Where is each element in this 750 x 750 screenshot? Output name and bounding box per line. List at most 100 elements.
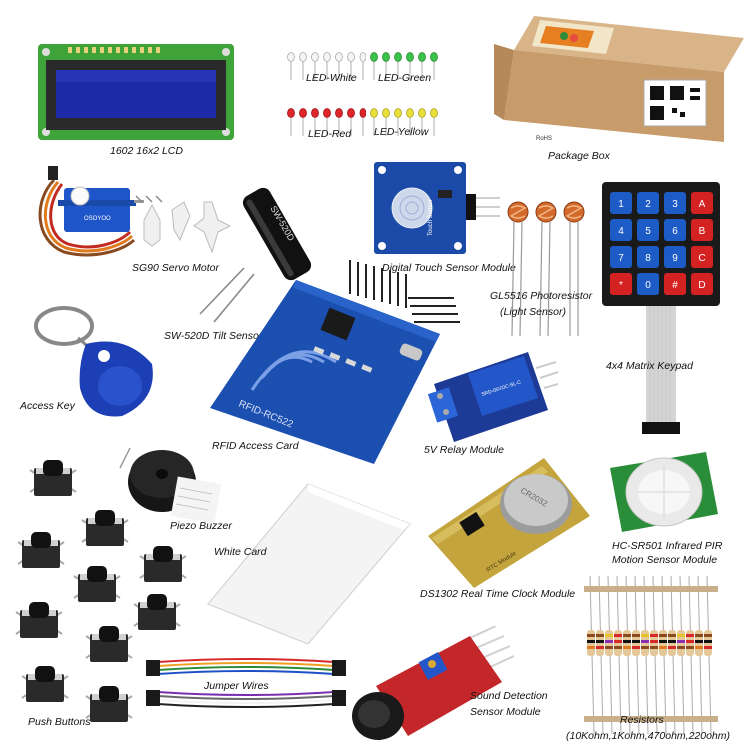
sound-sensor-image [346,626,526,744]
resistor [587,576,595,735]
buzzer-label: Piezo Buzzer [170,520,232,532]
resistor [695,576,703,735]
jumper-wires-label: Jumper Wires [204,680,269,692]
resistors-label-line1: Resistors [620,714,664,726]
svg-text:Touch Sensor: Touch Sensor [428,199,434,236]
push-buttons-image [14,454,200,724]
svg-text:OSOYOO: OSOYOO [84,216,111,222]
resistors-image [584,576,720,736]
resistors-label-line2: (10Kohm,1Kohm,470ohm,220ohm) [566,730,731,742]
keypad-key [691,246,713,268]
tilt-sensor-image: SW-520D [182,184,332,324]
package-box-image: RoHS [494,14,746,144]
relay-module-image: SRD-05VDC-SL-C [424,344,559,444]
push-button [73,566,121,602]
photoresistor-label-line1: GL5516 Photoresistor [490,290,593,302]
keypad-key [637,192,659,214]
resistor [632,576,640,735]
resistor [614,576,622,735]
pir-sensor-image [604,448,724,538]
keypad-key-label: 9 [672,253,678,264]
resistor [623,576,631,735]
resistor [641,576,649,735]
keypad-key [610,246,632,268]
keypad-key-label: 5 [645,226,651,237]
led-green-image [369,52,439,82]
keypad-key [664,246,686,268]
push-button [15,602,63,638]
keypad-key [664,219,686,241]
keypad-key-label: 2 [645,199,651,210]
keypad-key-label: 0 [645,280,651,291]
keypad-key-label: B [699,226,706,237]
push-button [133,594,181,630]
keypad-key [637,246,659,268]
rfid-module-image: RFID-RC522 [204,258,474,468]
keypad-label: 4x4 Matrix Keypad [606,360,693,372]
access-key-label: Access Key [20,400,75,412]
led-red-image [286,108,366,138]
keypad-key [637,273,659,295]
keypad-key-label: * [619,280,623,291]
push-button [29,460,77,496]
keypad-key-label: D [698,280,705,291]
rtc-module-image: CR2032 RTC Module [424,452,594,590]
led-yellow-label: LED-Yellow [374,126,429,138]
sound-sensor-label-line2: Sensor Module [470,706,541,718]
led-white-image [286,52,366,82]
led-white-label: LED-White [306,72,357,84]
push-button [85,686,133,722]
led-green-label: LED-Green [378,72,432,84]
tilt-sensor-label: SW-520D Tilt Sensor [164,330,263,342]
pir-label-line1: HC-SR501 Infrared PIR [612,540,723,552]
keypad-key-label: 4 [618,226,624,237]
buzzer-image [116,438,226,524]
white-card-label: White Card [214,546,267,558]
keypad-key [664,192,686,214]
rfid-label: RFID Access Card [212,440,299,452]
relay-label: 5V Relay Module [424,444,504,456]
lcd-module-image [38,44,234,140]
keypad-key-label: 8 [645,253,651,264]
keypad-key [691,273,713,295]
svg-text:RoHS: RoHS [536,136,552,142]
resistor [668,576,676,735]
resistor [677,576,685,735]
push-button [139,546,187,582]
keypad-key-label: # [672,280,678,291]
keypad-key-label: C [698,253,705,264]
resistor [605,576,613,735]
keypad-key [691,192,713,214]
pir-label-line2: Motion Sensor Module [612,554,718,566]
push-button [81,510,129,546]
lcd-label: 1602 16x2 LCD [110,145,183,157]
push-button [17,532,65,568]
led-red-label: LED-Red [308,128,352,140]
keypad-key [691,219,713,241]
push-button [21,666,69,702]
touch-sensor-image: Touch Sensor [372,160,502,258]
jumper-wires-image [146,656,346,716]
keypad-key-label: 7 [618,253,624,264]
keypad-key [664,273,686,295]
touch-sensor-label: Digital Touch Sensor Module [382,262,516,274]
sound-sensor-label-line1: Sound Detection [470,690,548,702]
photoresistor-label-line2: (Light Sensor) [500,306,566,318]
resistor [686,576,694,735]
led-yellow-image [369,108,439,138]
servo-motor-image: OSOYOO [34,160,244,270]
push-button [85,626,133,662]
push-buttons-label: Push Buttons [28,716,91,728]
photoresistor-image [502,198,592,338]
white-card-image [204,480,414,650]
resistor [596,576,604,735]
keypad-key [610,219,632,241]
keypad-key-label: 1 [618,199,624,210]
package-box-label: Package Box [548,150,610,162]
resistor [659,576,667,735]
access-key-image [26,304,166,424]
keypad-key-label: 6 [672,226,678,237]
keypad-key [610,273,632,295]
keypad-key-label: 3 [672,199,678,210]
